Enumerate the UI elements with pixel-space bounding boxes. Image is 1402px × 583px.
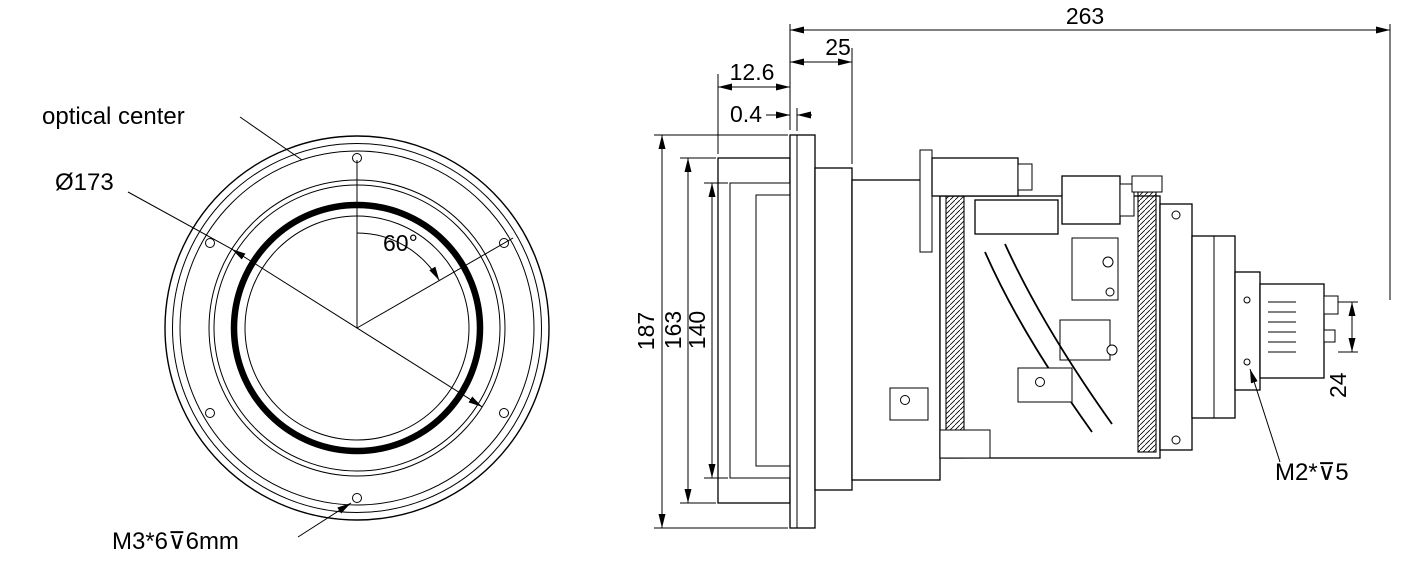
lens-ring-2 bbox=[172, 143, 542, 513]
dim-label-12-6: 12.6 bbox=[730, 59, 775, 85]
front-lens-element bbox=[755, 194, 791, 467]
rear-plate-screw-top bbox=[1171, 210, 1181, 220]
screw-hole-upper-left bbox=[205, 238, 215, 248]
rear-plate-screw-bottom bbox=[1171, 435, 1181, 445]
optical-center-label: optical center bbox=[42, 103, 185, 130]
angle-radial-line bbox=[356, 237, 514, 329]
diameter-line bbox=[231, 248, 483, 408]
adapter-plate bbox=[1234, 271, 1261, 391]
sensor-vents bbox=[1268, 301, 1296, 353]
front-thread-label: M3*6⊽6mm bbox=[112, 528, 239, 555]
bottom-bracket-2 bbox=[1017, 367, 1073, 403]
rear-thread-label: M2*⊽5 bbox=[1275, 459, 1349, 486]
motor-1-cap bbox=[1017, 163, 1033, 191]
front-view: 60° Ø173 optical center M3*6⊽6mm bbox=[42, 103, 550, 555]
dim-label-163: 163 bbox=[660, 311, 686, 349]
cable-2 bbox=[1004, 243, 1113, 425]
motor-2 bbox=[974, 199, 1059, 235]
dim-label-263: 263 bbox=[1066, 3, 1104, 29]
body-screw-3 bbox=[1106, 344, 1118, 356]
diameter-label: Ø173 bbox=[55, 169, 114, 196]
dim-label-0-4: 0.4 bbox=[730, 101, 762, 127]
front-thread-leader bbox=[297, 502, 352, 538]
dim-label-24: 24 bbox=[1325, 372, 1351, 398]
adapter-hole-bottom bbox=[1243, 358, 1251, 366]
dim-front-cell-height: 163 bbox=[660, 157, 716, 504]
connector-usb bbox=[1323, 295, 1339, 315]
top-bracket bbox=[1061, 175, 1121, 225]
motor-mount-plate bbox=[919, 149, 933, 253]
angle-label: 60° bbox=[383, 230, 418, 256]
dim-label-187: 187 bbox=[633, 312, 659, 350]
body-screw-2 bbox=[1105, 287, 1115, 297]
bottom-block bbox=[939, 429, 991, 459]
dim-connector-height: 24 bbox=[1325, 301, 1358, 398]
flange-plate bbox=[789, 134, 816, 529]
top-bracket-cap bbox=[1119, 183, 1135, 217]
lens-ring-3 bbox=[179, 150, 535, 506]
gear-rack-rear bbox=[1137, 191, 1157, 453]
dim-label-25: 25 bbox=[825, 34, 851, 60]
screw-hole-bottom bbox=[352, 493, 362, 503]
rack-top-cap bbox=[1131, 175, 1163, 193]
dim-aperture-height: 140 bbox=[684, 182, 728, 479]
screw-hole-lower-left bbox=[205, 408, 215, 418]
rear-plate bbox=[1159, 203, 1193, 451]
cable-1 bbox=[984, 251, 1093, 433]
gear-rack-front bbox=[945, 171, 965, 459]
body-screw-1 bbox=[1102, 256, 1114, 268]
dim-flange-to-body: 25 bbox=[790, 34, 853, 164]
dim-front-to-flange: 12.6 bbox=[717, 59, 790, 154]
adapter-hole-top bbox=[1243, 296, 1251, 304]
rear-thread-leader bbox=[1249, 368, 1281, 463]
connector-aux bbox=[1323, 329, 1336, 343]
motor-1 bbox=[931, 157, 1019, 197]
dim-label-140: 140 bbox=[684, 311, 710, 349]
lens-outer-ring bbox=[164, 135, 550, 521]
bottom-bracket-1 bbox=[889, 387, 929, 421]
housing-main-body bbox=[939, 195, 1161, 459]
screw-hole-lower-right bbox=[499, 408, 509, 418]
sensor-box bbox=[1259, 283, 1325, 379]
dim-flange-height: 187 bbox=[633, 134, 788, 529]
side-view: 263 25 12.6 0.4 187 bbox=[633, 3, 1391, 529]
internal-board-2 bbox=[1059, 319, 1111, 361]
housing-front-ring bbox=[814, 167, 853, 491]
rear-thread-callout: M2*⊽5 bbox=[1249, 368, 1349, 486]
dim-flange-step: 0.4 bbox=[730, 101, 812, 131]
diameter-leader bbox=[127, 191, 233, 250]
optical-center-leader bbox=[239, 116, 303, 161]
dim-overall-length: 263 bbox=[789, 3, 1391, 300]
bracket-screw-1 bbox=[900, 395, 910, 405]
bracket-screw-2 bbox=[1035, 377, 1045, 387]
